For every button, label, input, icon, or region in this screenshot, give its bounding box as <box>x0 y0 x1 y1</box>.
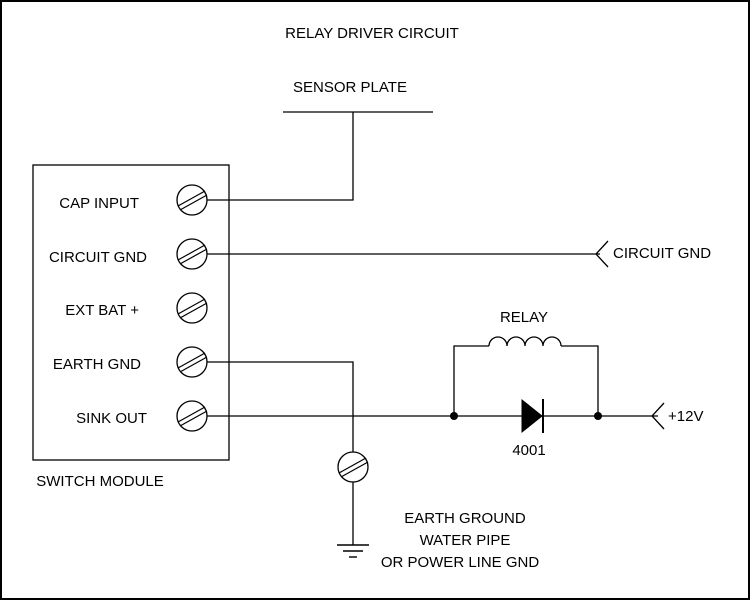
circuit-gnd-label: CIRCUIT GND <box>613 245 711 262</box>
diagram-title: RELAY DRIVER CIRCUIT <box>285 25 459 42</box>
diode-label: 4001 <box>512 442 545 459</box>
switch-module-label: SWITCH MODULE <box>36 473 164 490</box>
diode-symbol <box>521 398 543 434</box>
earth-ground-screw <box>337 451 369 483</box>
terminal-label-sink-out: SINK OUT <box>76 410 147 427</box>
supply-label: +12V <box>668 408 703 425</box>
switch-module-box <box>32 164 230 461</box>
earth-gnd-wire <box>207 361 354 452</box>
relay-wire-right <box>561 345 599 416</box>
supply-connector <box>651 402 665 430</box>
terminal-label-cap-input: CAP INPUT <box>59 195 139 212</box>
relay-coil-symbol <box>488 336 562 347</box>
sensor-plate-label: SENSOR PLATE <box>293 79 407 96</box>
screw-terminal-circuit-gnd <box>176 238 208 270</box>
terminal-label-circuit-gnd: CIRCUIT GND <box>49 249 147 266</box>
screw-terminal-sink-out <box>176 400 208 432</box>
earth-ground-label-line3: OR POWER LINE GND <box>381 554 540 571</box>
sensor-plate-wire <box>207 112 354 201</box>
screw-terminal-ext-bat <box>176 292 208 324</box>
screw-terminal-earth-gnd <box>176 346 208 378</box>
earth-ground-label-line1: EARTH GROUND <box>404 510 526 527</box>
circuit-gnd-connector <box>595 240 609 268</box>
relay-label: RELAY <box>500 309 548 326</box>
terminal-label-ext-bat: EXT BAT + <box>65 302 139 319</box>
relay-wire-left <box>453 345 489 416</box>
earth-ground-symbol <box>337 544 369 558</box>
screw-terminal-cap-input <box>176 184 208 216</box>
earth-ground-label-line2: WATER PIPE <box>420 532 511 549</box>
terminal-label-earth-gnd: EARTH GND <box>53 356 141 373</box>
